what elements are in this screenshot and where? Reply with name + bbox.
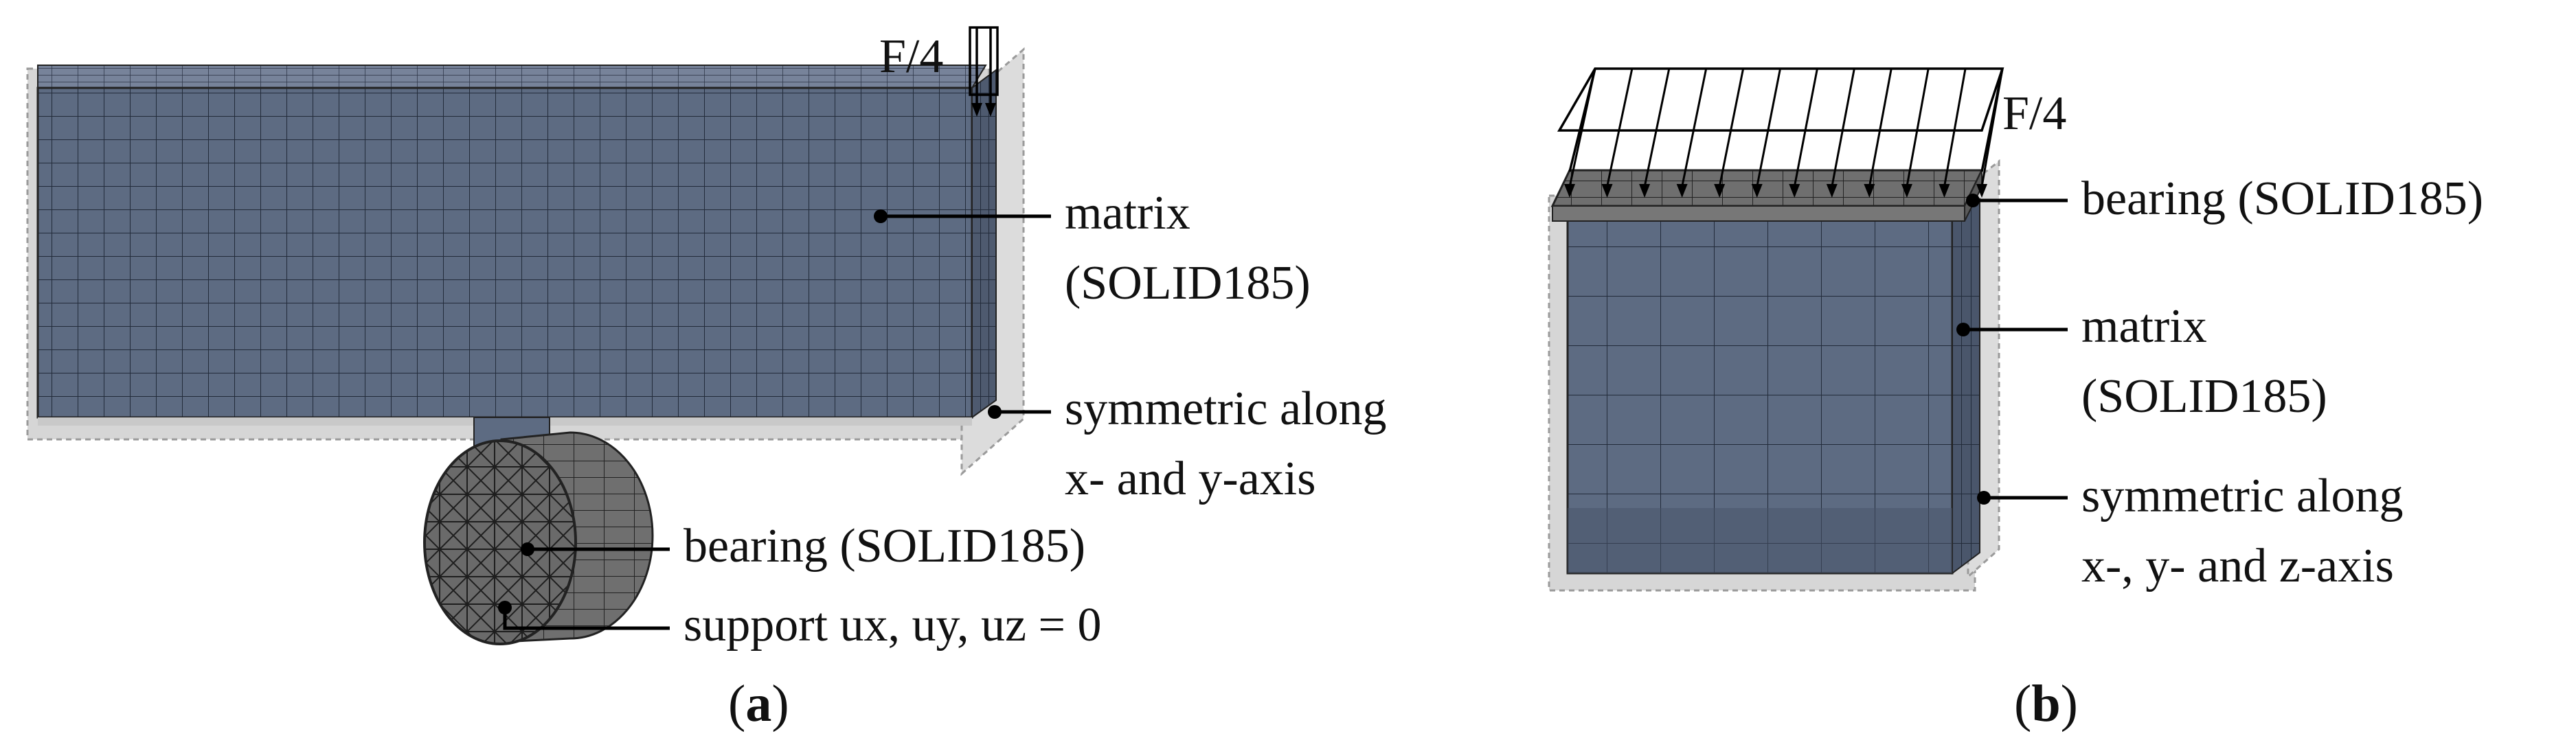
load-arrow-shaft: [1756, 68, 1782, 187]
load-arrow-head: [1901, 184, 1912, 198]
load-arrow-shaft: [1568, 68, 1596, 187]
matrix-side-face: [971, 69, 997, 419]
matrix-side-face-b: [1952, 198, 1980, 575]
matrix-lower-shade-b: [1568, 508, 1952, 573]
load-arrow-group-b: [1564, 68, 2004, 198]
load-arrow-shaft: [1718, 68, 1745, 187]
load-arrow-head: [1714, 184, 1726, 198]
caption-a: (a): [728, 675, 789, 733]
load-label-b: F/4: [2002, 87, 2066, 140]
label-matrix-a: matrix: [1065, 187, 1190, 240]
matrix-mesh-b: [1566, 198, 1980, 575]
load-arrow-head: [1789, 184, 1800, 198]
bearing-cylinder-a: [423, 431, 654, 645]
label-symmetric-axes-a: x- and y-axis: [1065, 452, 1315, 505]
matrix-mesh-a: [36, 65, 997, 426]
load-arrow-shaft: [1643, 68, 1671, 187]
load-arrow-head: [1939, 184, 1950, 198]
load-arrows-b: [1557, 67, 2004, 172]
label-symmetric-b: symmetric along: [2081, 470, 2404, 522]
load-arrow-shaft: [1980, 68, 2004, 187]
panel-a: F/4 matrix (SOLID185) symmetric along x-…: [26, 26, 1387, 733]
load-arrow-shaft: [1831, 68, 1855, 187]
load-label-a: F/4: [879, 30, 943, 83]
load-arrow-head: [1751, 184, 1763, 198]
load-arrow-shaft: [1793, 68, 1818, 187]
panel-b: F/4 bearing (SOLID185) matrix (SOLID185)…: [1548, 67, 2483, 733]
label-bearing-b: bearing (SOLID185): [2081, 172, 2483, 225]
load-arrow-shaft: [1906, 68, 1930, 187]
label-symmetric-axes-b: x-, y- and z-axis: [2081, 540, 2394, 592]
load-arrow-shaft: [1606, 68, 1634, 187]
label-matrix-type-b: (SOLID185): [2081, 370, 2327, 423]
bearing-plate-b: [1550, 169, 1984, 222]
leader-support-a: [503, 608, 670, 630]
load-arrow-shaft: [1943, 68, 1967, 187]
matrix-top-face: [37, 65, 987, 89]
load-arrow-head: [1639, 184, 1651, 198]
load-arrow-head: [1826, 184, 1838, 198]
load-arrow-shaft: [1868, 68, 1893, 187]
load-arrow-shaft: [1681, 68, 1708, 187]
load-arrow-head: [1564, 184, 1575, 198]
load-arrow-head: [1676, 184, 1688, 198]
label-support-a: support ux, uy, uz = 0: [683, 599, 1102, 652]
load-arrow-head: [1601, 184, 1613, 198]
bearing-front-face-b: [1552, 205, 1965, 222]
load-arrow-head: [1864, 184, 1875, 198]
caption-b: (b): [2014, 675, 2078, 733]
label-matrix-type-a: (SOLID185): [1065, 257, 1311, 310]
matrix-front-face: [36, 87, 973, 419]
label-bearing-a: bearing (SOLID185): [683, 520, 1085, 573]
bearing-top-face-b: [1550, 169, 1984, 207]
load-arrows-a: [969, 26, 999, 117]
label-matrix-b: matrix: [2081, 300, 2207, 353]
label-symmetric-a: symmetric along: [1065, 382, 1387, 435]
load-arrow-head: [1976, 184, 1987, 198]
